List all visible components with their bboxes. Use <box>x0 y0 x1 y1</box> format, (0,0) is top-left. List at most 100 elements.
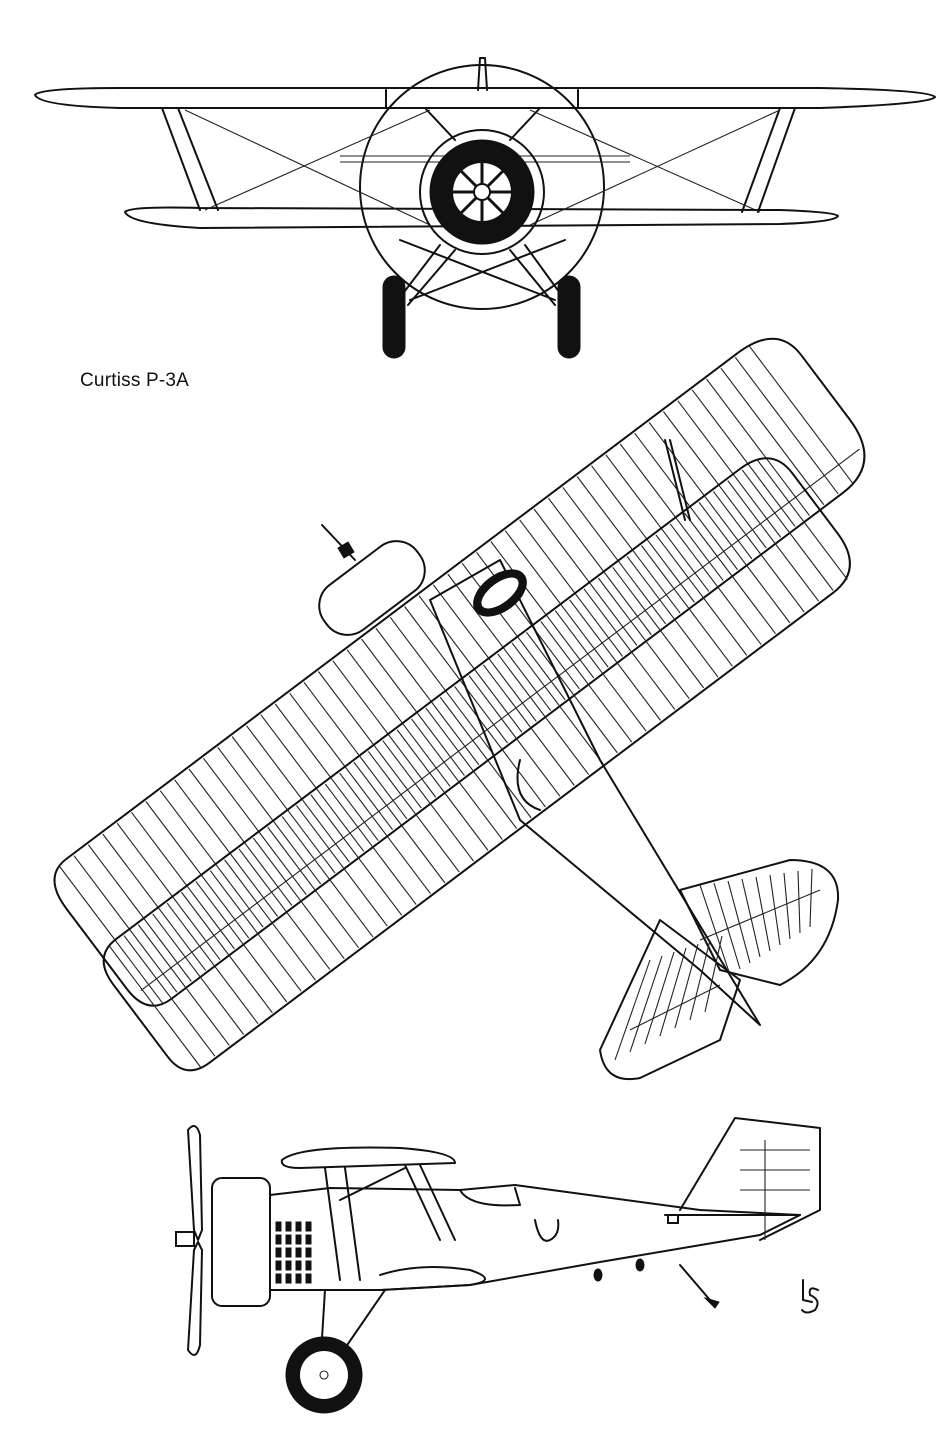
wing-rib <box>482 664 575 786</box>
tail-rib <box>614 959 651 1061</box>
wing-rib <box>389 617 494 755</box>
wing-rib <box>260 714 365 852</box>
wing-rib <box>519 519 624 657</box>
engine-cylinder <box>275 1273 282 1284</box>
engine-cylinder <box>295 1260 302 1271</box>
engine-cylinder <box>285 1260 292 1271</box>
wing-rib <box>706 378 810 516</box>
wing-rib <box>712 491 805 613</box>
tail-rib <box>704 935 723 1013</box>
wing-rib <box>202 757 307 896</box>
aircraft-caption: Curtiss P-3A <box>80 370 190 391</box>
wing-rib <box>131 811 235 950</box>
wing-rib <box>447 573 552 711</box>
tail-rib <box>644 951 675 1045</box>
wing-rib <box>231 736 336 874</box>
wing-rib <box>504 530 609 668</box>
tail-rib <box>809 868 813 928</box>
side-fuselage <box>269 1184 801 1291</box>
wing-rib <box>109 946 201 1068</box>
tail-rib <box>674 943 699 1029</box>
engine-cylinder <box>285 1273 292 1284</box>
wing-rib <box>591 465 695 603</box>
wing-rib <box>217 746 322 885</box>
wing-rib <box>526 631 618 754</box>
engine-cylinder <box>295 1221 302 1232</box>
propeller-disc <box>359 64 605 310</box>
wing-rib <box>511 642 604 765</box>
wing-rib <box>468 675 561 797</box>
lower-wing <box>124 206 839 229</box>
wing-rib <box>684 512 776 635</box>
wing-rib <box>274 703 379 841</box>
wing-rib <box>432 584 537 722</box>
engine-cylinder <box>295 1247 302 1258</box>
wing-rib <box>626 556 719 678</box>
engine-cylinder <box>275 1260 282 1271</box>
wing-rib <box>749 346 854 484</box>
engine-cylinder <box>295 1234 302 1245</box>
engine-cylinder <box>275 1234 282 1245</box>
wing-rib <box>209 870 302 992</box>
wing-rib <box>332 660 437 798</box>
wing-rib <box>361 638 465 776</box>
engine-cylinder <box>305 1221 312 1232</box>
wing-rib <box>476 552 580 690</box>
wing-rib <box>195 881 288 1003</box>
wing-rib <box>246 725 350 863</box>
wing-rib <box>691 389 796 527</box>
side-engine-cowling <box>211 1177 271 1307</box>
wing-rib <box>612 566 705 689</box>
wing-rib <box>727 480 820 602</box>
wing-rib <box>289 692 394 831</box>
wing-rib <box>655 534 748 656</box>
wing-rib <box>353 761 446 884</box>
wing-rib <box>497 653 590 775</box>
wing-rib <box>145 801 250 939</box>
wing-rib <box>583 588 676 710</box>
wing-rib <box>166 902 259 1025</box>
upper-wing <box>34 87 936 109</box>
wing-rib <box>281 816 374 938</box>
wing-rib <box>159 790 264 928</box>
engine-cylinder <box>305 1234 312 1245</box>
wing-rib <box>59 866 163 1004</box>
plan-lower-wing <box>102 457 851 1072</box>
tail-rib <box>689 939 711 1021</box>
wing-rib <box>102 833 207 971</box>
wing-rib <box>375 627 480 766</box>
engine-cylinder <box>305 1260 312 1271</box>
wing-rib <box>533 508 638 646</box>
engine-cylinder <box>275 1247 282 1258</box>
wing-rib <box>461 562 566 701</box>
wing-rib <box>188 768 293 906</box>
side-vertical-tail <box>679 1117 821 1241</box>
tail-fin <box>477 57 488 91</box>
wing-rib <box>605 454 710 592</box>
engine-cylinder <box>285 1234 292 1245</box>
wing-rib <box>698 501 791 624</box>
wing-rib <box>224 859 316 981</box>
wing-rib <box>425 707 518 830</box>
side-upper-wing <box>280 1146 456 1169</box>
wing-rib <box>569 599 661 721</box>
wing-rib <box>303 682 408 820</box>
wing-rib <box>73 855 178 993</box>
wing-rib <box>490 541 595 679</box>
front-view <box>34 57 936 359</box>
wing-rib <box>181 891 273 1014</box>
wing-rib <box>411 718 503 840</box>
tail-rib <box>783 872 791 940</box>
right-wheel <box>557 275 581 359</box>
wing-rib <box>116 822 221 961</box>
wing-rib <box>152 913 245 1035</box>
engine-cylinder <box>305 1273 312 1284</box>
wing-rib <box>123 935 216 1057</box>
wing-rib <box>346 649 451 787</box>
wing-rib <box>396 729 489 851</box>
wing-rib <box>339 772 431 895</box>
engine-cylinder <box>285 1221 292 1232</box>
wing-rib <box>756 458 848 580</box>
wing-rib <box>741 469 834 591</box>
